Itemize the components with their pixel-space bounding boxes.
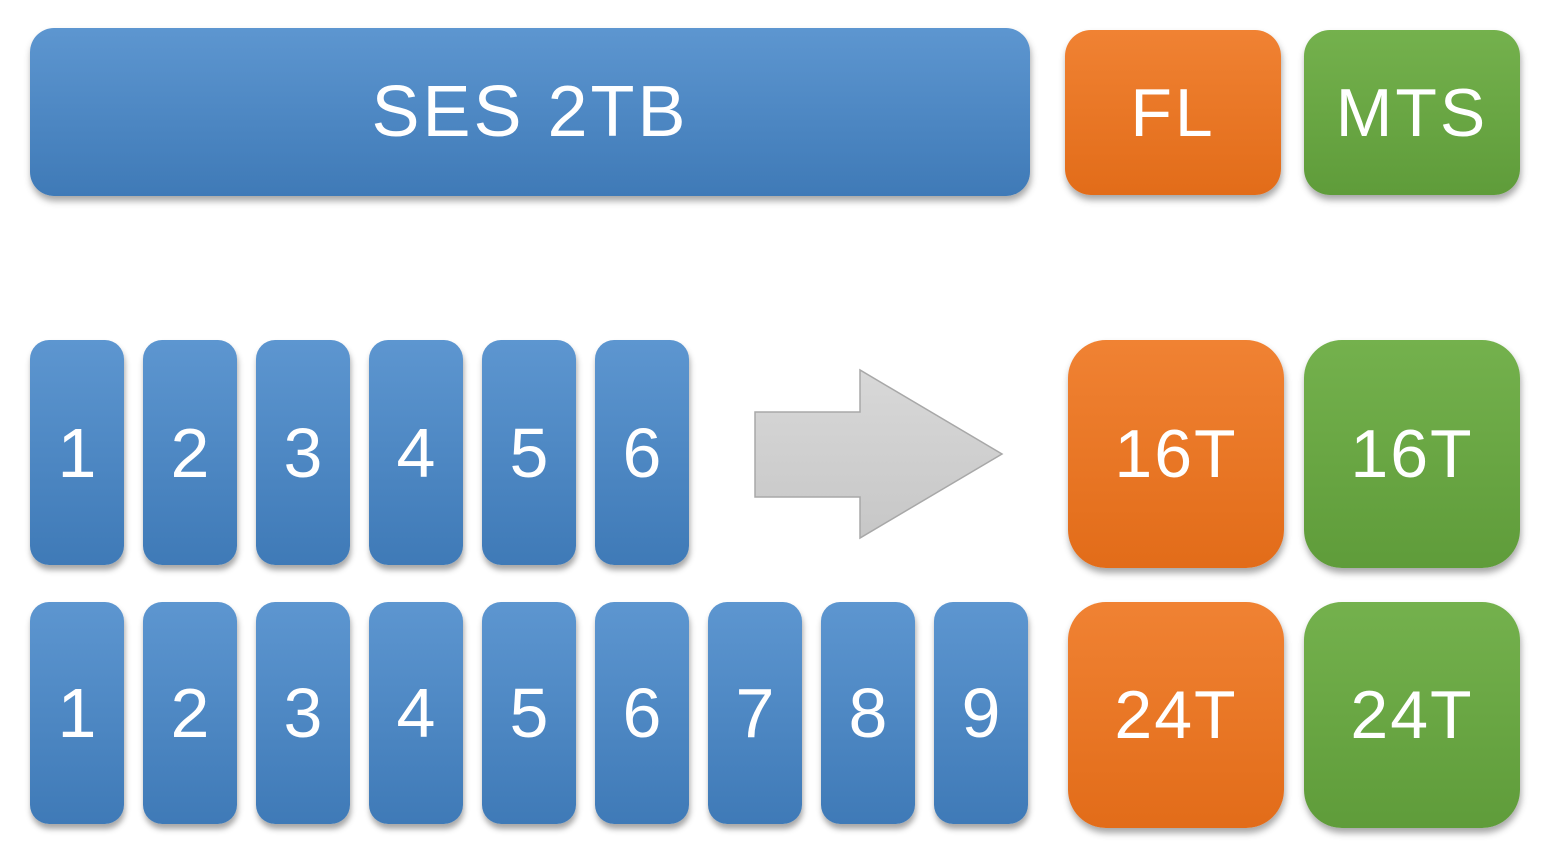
result-24t-green-label: 24T <box>1350 677 1474 753</box>
disk-bar-label: 3 <box>283 674 323 752</box>
mts-label: MTS <box>1335 74 1489 151</box>
disk-bar-label: 3 <box>283 413 323 492</box>
disk-bar-label: 2 <box>170 413 210 492</box>
disk-bar: 9 <box>934 602 1028 824</box>
result-24t-orange-box: 24T <box>1068 602 1284 828</box>
disk-bar-label: 6 <box>622 413 662 492</box>
disk-bar: 2 <box>143 602 237 824</box>
disk-bar-label: 5 <box>509 413 549 492</box>
result-24t-green-box: 24T <box>1304 602 1520 828</box>
result-16t-orange-label: 16T <box>1114 416 1238 492</box>
disk-bar: 1 <box>30 602 124 824</box>
disk-bar: 1 <box>30 340 124 565</box>
disk-bar: 4 <box>369 340 463 565</box>
right-arrow-icon <box>754 368 1004 540</box>
mts-box: MTS <box>1304 30 1520 195</box>
disk-bar-label: 1 <box>57 674 97 752</box>
disk-bar-label: 7 <box>735 674 775 752</box>
disk-bar-label: 6 <box>622 674 662 752</box>
disk-bar-label: 9 <box>961 674 1001 752</box>
disk-bar-label: 8 <box>848 674 888 752</box>
disk-bar: 5 <box>482 602 576 824</box>
disk-bar-label: 2 <box>170 674 210 752</box>
disk-bar: 7 <box>708 602 802 824</box>
ses-2tb-box: SES 2TB <box>30 28 1030 196</box>
disk-bar: 6 <box>595 602 689 824</box>
disk-bar: 2 <box>143 340 237 565</box>
disk-bar: 4 <box>369 602 463 824</box>
fl-box: FL <box>1065 30 1281 195</box>
result-16t-orange-box: 16T <box>1068 340 1284 568</box>
disk-bar: 5 <box>482 340 576 565</box>
disk-bar: 8 <box>821 602 915 824</box>
disk-bar-label: 5 <box>509 674 549 752</box>
disk-bar-label: 1 <box>57 413 97 492</box>
result-24t-orange-label: 24T <box>1114 677 1238 753</box>
result-16t-green-box: 16T <box>1304 340 1520 568</box>
disk-bar: 3 <box>256 602 350 824</box>
fl-label: FL <box>1130 74 1216 151</box>
disk-bar-label: 4 <box>396 674 436 752</box>
disk-bar: 3 <box>256 340 350 565</box>
ses-2tb-label: SES 2TB <box>371 72 689 152</box>
disk-bar-label: 4 <box>396 413 436 492</box>
result-16t-green-label: 16T <box>1350 416 1474 492</box>
disk-bar: 6 <box>595 340 689 565</box>
